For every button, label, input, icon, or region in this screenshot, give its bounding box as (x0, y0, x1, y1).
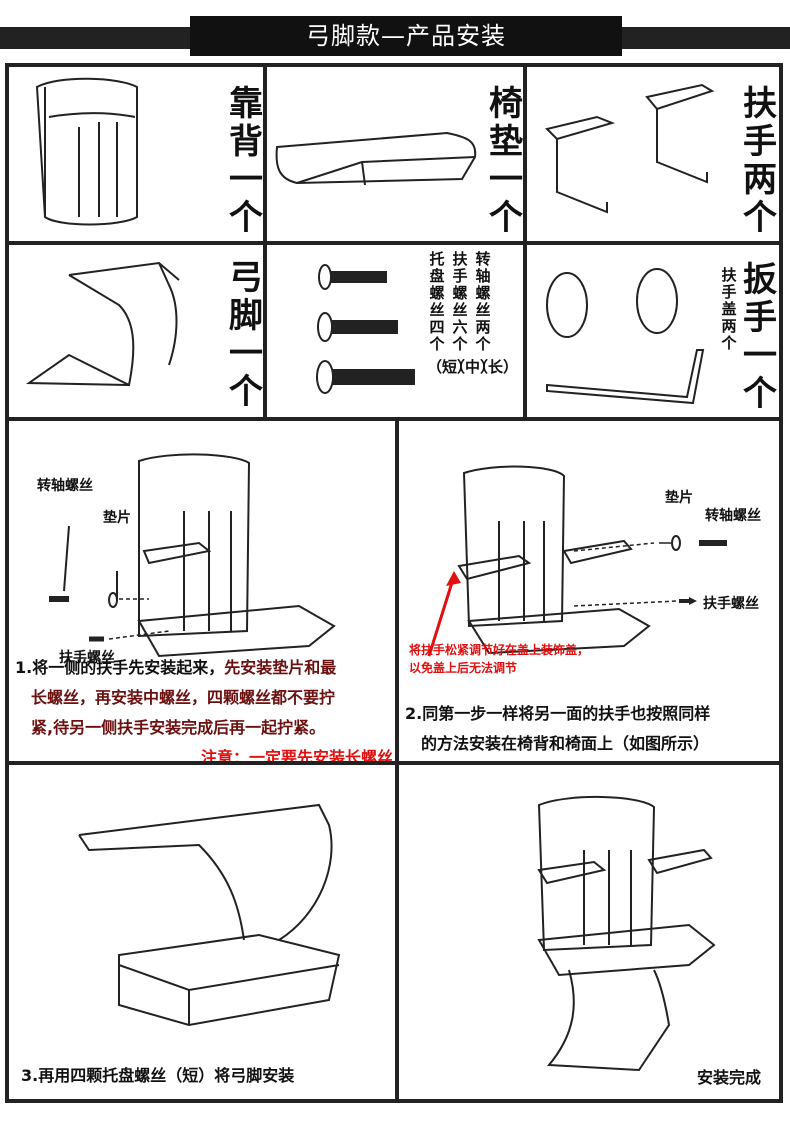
screw-long-label: 转轴螺丝两个 （长） (473, 250, 519, 376)
screw-medium-label: 扶手螺丝六个 （中） (450, 250, 496, 376)
cell-screws: 托盘螺丝四个 （短） 扶手螺丝六个 （中） 转轴螺丝两个 （长） (265, 243, 525, 419)
seat-illustration (275, 131, 477, 186)
step1-line2: 长螺丝，再安装中螺丝，四颗螺丝都不要拧 (31, 688, 336, 707)
step1-pivot-callout: 转轴螺丝 (37, 478, 93, 494)
screw-short-label: 托盘螺丝四个 （短） (427, 250, 473, 376)
armrests-label: 扶手两个 (741, 84, 779, 238)
screw-long-name: 转轴螺丝两个 (475, 250, 491, 353)
screw-medium-name: 扶手螺丝六个 (452, 250, 468, 353)
leg-label-text: 弓脚一个 (229, 258, 263, 412)
backrest-illustration (35, 77, 138, 226)
step1-arm-callout: 扶手螺丝 (59, 650, 115, 666)
step2-line2: 的方法安装在椅背和椅面上（如图所示） (421, 734, 710, 753)
wrench-label: 扳手一个 (741, 260, 779, 414)
backrest-label-text: 靠背一个 (229, 84, 263, 238)
step2-warning-line1: 将扶手松紧调节好在盖上装饰盖， (409, 643, 590, 657)
cell-seat: 椅垫一个 (265, 65, 525, 243)
step1-text: 1.将一侧的扶手先安装起来，先安装垫片和最 长螺丝，再安装中螺丝，四颗螺丝都不要… (15, 653, 395, 763)
step2-washer-callout: 垫片 (665, 490, 693, 506)
cell-done: 安装完成 (397, 763, 781, 1101)
leg-illustration (25, 261, 180, 387)
backrest-label: 靠背一个 (227, 84, 263, 238)
step2-line1: 2.同第一步一样将另一面的扶手也按照同样 (405, 704, 711, 723)
cell-backrest: 靠背一个 (7, 65, 265, 243)
header-banner: 弓脚款—产品安装 (0, 16, 790, 56)
caps-label: 扶手盖两个 (719, 267, 739, 352)
screw-long-size: （长） (473, 358, 519, 376)
step1-washer-callout: 垫片 (103, 510, 131, 526)
step1-line1a: 1.将一侧的扶手先安装起来， (15, 658, 225, 677)
screw-short-size: （短） (427, 358, 473, 376)
step2-text: 2.同第一步一样将另一面的扶手也按照同样 的方法安装在椅背和椅面上（如图所示） (405, 699, 779, 759)
step1-note: 注意：一定要先安装长螺丝 (200, 748, 393, 763)
cell-step3: 3.再用四颗托盘螺丝（短）将弓脚安装 (7, 763, 397, 1101)
cell-leg: 弓脚一个 (7, 243, 265, 419)
step1-line1b: 先安装垫片和最 (224, 658, 337, 677)
page-title: 弓脚款—产品安装 (190, 16, 622, 56)
step1-line3: 紧,待另一侧扶手安装完成后再一起拧紧。 (31, 718, 326, 737)
step2-warning-line2: 以免盖上后无法调节 (409, 661, 518, 675)
step2-arm-callout: 扶手螺丝 (703, 596, 759, 612)
instruction-grid: 靠背一个 椅垫一个 扶手两个 弓脚一个 (5, 63, 783, 1103)
screw-medium-size: （中） (450, 358, 496, 376)
done-text: 安装完成 (697, 1068, 762, 1087)
step1-line1: 1.将一侧的扶手先安装起来，先安装垫片和最 (15, 653, 395, 683)
seat-label-text: 椅垫一个 (489, 84, 523, 238)
cell-armrests: 扶手两个 (525, 65, 781, 243)
armrests-illustration (545, 83, 715, 214)
wrench-caps-illustration (546, 268, 705, 405)
cell-step2: 垫片 转轴螺丝 扶手螺丝 将扶手松紧调节好在盖上装饰盖， 以免盖上后无法调节 2… (397, 419, 781, 763)
armrests-label-text: 扶手两个 (743, 84, 777, 238)
cell-wrench-caps: 扶手盖两个 扳手一个 (525, 243, 781, 419)
caps-label-text: 扶手盖两个 (721, 266, 737, 352)
screw-short-name: 托盘螺丝四个 (429, 250, 445, 353)
leg-label: 弓脚一个 (227, 258, 263, 412)
screws-illustration (316, 264, 415, 394)
cell-step1: 转轴螺丝 垫片 扶手螺丝 1.将一侧的扶手先安装起来，先安装垫片和最 长螺丝，再… (7, 419, 397, 763)
seat-label: 椅垫一个 (487, 84, 523, 238)
step3-illustration (78, 803, 341, 1027)
step2-pivot-callout: 转轴螺丝 (705, 508, 761, 524)
step1-illustration (49, 453, 336, 658)
finished-chair-illustration (537, 796, 716, 1072)
wrench-label-text: 扳手一个 (743, 260, 777, 414)
step2-illustration (427, 465, 727, 657)
step3-text: 3.再用四颗托盘螺丝（短）将弓脚安装 (21, 1066, 295, 1085)
